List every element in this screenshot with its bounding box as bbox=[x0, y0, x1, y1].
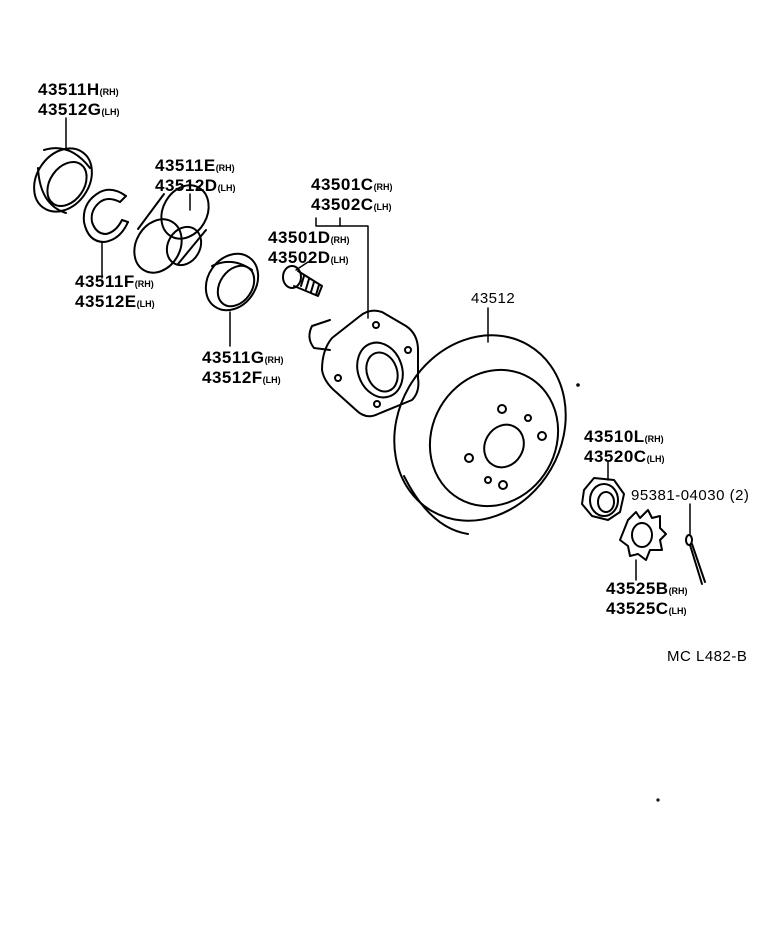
leader-lines bbox=[66, 118, 690, 580]
hub-nut-part bbox=[582, 478, 624, 520]
nut-lock-cap-label: 43525B(RH) 43525C(LH) bbox=[606, 579, 688, 618]
hub-label: 43501C(RH) 43502C(LH) bbox=[311, 175, 393, 214]
oil-seal-label: 43511H(RH) 43512G(LH) bbox=[38, 80, 120, 119]
hub-bolt-label: 43501D(RH) 43502D(LH) bbox=[268, 228, 350, 267]
cotter-pin-label: 95381-04030 (2) bbox=[631, 487, 750, 504]
snap-ring-part bbox=[84, 190, 128, 242]
axle-hub-part bbox=[309, 311, 418, 417]
cotter-pin-part bbox=[686, 535, 705, 584]
snap-ring-label: 43511F(RH) 43512E(LH) bbox=[75, 272, 155, 311]
inner-bearing-part bbox=[195, 244, 269, 321]
outer-bearing-label: 43511E(RH) 43512D(LH) bbox=[155, 156, 236, 195]
oil-seal-part bbox=[22, 137, 104, 223]
inner-bearing-label: 43511G(RH) 43512F(LH) bbox=[202, 348, 284, 387]
nut-lock-cap-part bbox=[620, 510, 666, 560]
disc-rotor-part bbox=[361, 304, 599, 552]
hub-nut-label: 43510L(RH) 43520C(LH) bbox=[584, 427, 665, 466]
outer-bearing-part bbox=[125, 177, 218, 281]
scan-specks bbox=[577, 384, 658, 800]
diagram-code: MC L482-B bbox=[667, 648, 748, 665]
disc-label: 43512 bbox=[471, 290, 516, 307]
hub-bolt-part bbox=[283, 266, 322, 296]
